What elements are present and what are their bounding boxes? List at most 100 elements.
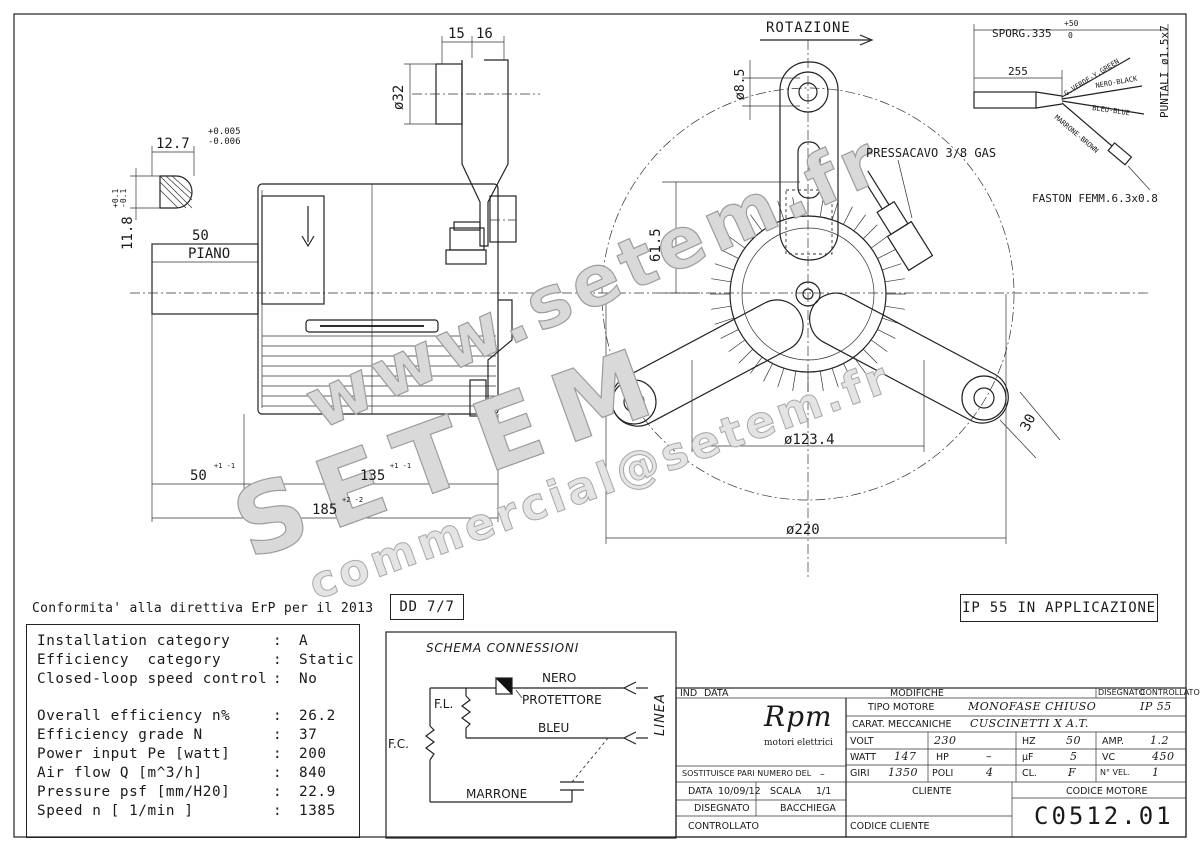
schema-marrone: MARRONE [466, 787, 527, 801]
hub-fin [819, 370, 824, 391]
spec-value: 1385 [299, 803, 336, 819]
wire-brown-label: MARRONE-BROWN [1053, 113, 1100, 154]
tb-giri-label: GIRI [850, 768, 870, 779]
tb-tipo-motore-label: TIPO MOTORE [868, 702, 935, 713]
hub-fin [792, 370, 797, 391]
hub-fin [714, 263, 734, 271]
dim-11-8-tol-bot: -0.1 [119, 189, 128, 208]
tb-modifiche-header: MODIFICHE [890, 688, 944, 699]
hub-fin [720, 249, 739, 259]
tb-poli: 4 [986, 766, 994, 779]
pressacavo-label: PRESSACAVO 3/8 GAS [866, 146, 996, 160]
motor-front-view [601, 34, 1061, 580]
schema-linea: LINEA [653, 693, 668, 736]
tb-uf-label: µF [1022, 752, 1034, 763]
dim-12-7: 12.7 [156, 136, 190, 152]
faston-label: FASTON FEMM.6.3x0.8 [1032, 192, 1158, 205]
dim-8-5: ø8.5 [733, 69, 748, 100]
tb-disegnato-label: DISEGNATO [694, 803, 750, 814]
dim-50b: 50 [190, 468, 207, 484]
dim-15: 15 [448, 26, 465, 42]
dim-50b-tol: +1 -1 [214, 462, 235, 470]
tb-vc: 450 [1152, 750, 1175, 763]
tb-watt: 147 [894, 750, 917, 763]
connection-schema: SCHEMA CONNESSIONI NERO PROTETTORE BLEU … [385, 631, 677, 839]
hub-fin [884, 305, 905, 310]
spec-label: Overall efficiency n% [37, 708, 231, 724]
hub-fin [884, 278, 905, 283]
hub-fin [711, 305, 732, 310]
tb-cl-label: CL. [1022, 768, 1037, 779]
schema-nero: NERO [542, 671, 576, 685]
tb-ip: IP 55 [1140, 700, 1172, 713]
hub-fin [728, 236, 746, 249]
hub-fin [777, 368, 785, 388]
dim-16: 16 [476, 26, 493, 42]
hub-fin [714, 317, 734, 325]
spec-value: No [299, 671, 318, 687]
spec-label: Air flow Q [m^3/h] [37, 765, 203, 781]
dim-50: 50 [192, 228, 209, 244]
spec-label: Closed-loop speed control [37, 671, 268, 687]
spec-value: Static [299, 652, 355, 668]
dim-11-8-tol-top: +0.1 [111, 189, 120, 208]
hub-fin [831, 200, 839, 220]
hub-fin [882, 263, 902, 271]
ip-label: IP 55 IN APPLICAZIONE [960, 594, 1158, 622]
tb-nvel-label: N° VEL. [1100, 768, 1131, 777]
schema-bleu: BLEU [538, 721, 569, 735]
sporg-tol-top: +50 [1064, 19, 1079, 28]
tb-hz: 50 [1066, 734, 1081, 747]
title-block-grid [675, 687, 1187, 838]
wire-green-label: G.VERDE-Y.GREEN [1063, 57, 1121, 97]
hub-fin [750, 214, 763, 232]
hub-fin [777, 200, 785, 220]
tb-amp: 1.2 [1150, 734, 1169, 747]
sheet-border [13, 13, 1187, 838]
hub-fin [831, 368, 839, 388]
dim-185: 185 [312, 502, 337, 518]
schema-protettore: PROTETTORE [522, 693, 602, 707]
tb-data: 10/09/12 [718, 786, 761, 797]
hub-fin [750, 356, 763, 374]
tb-data-header: DATA [704, 688, 729, 699]
tb-codice-cliente-label: CODICE CLIENTE [850, 821, 930, 832]
tb-volt: 230 [934, 734, 957, 747]
hub-fin [877, 329, 896, 339]
hub-fin [877, 249, 896, 259]
tb-sostituisce: – [820, 769, 825, 780]
tb-scala-label: SCALA [770, 786, 802, 797]
spec-label: Pressure psf [mm/H20] [37, 784, 231, 800]
schema-fc: F.C. [388, 737, 409, 751]
tb-watt-label: WATT [850, 752, 877, 763]
schema-title: SCHEMA CONNESSIONI [426, 641, 579, 655]
tb-carat: CUSCINETTI X A.T. [970, 717, 1089, 730]
tb-cliente-label: CLIENTE [912, 786, 952, 797]
tb-giri: 1350 [888, 766, 918, 779]
spec-label: Efficiency grade N [37, 727, 203, 743]
hub-fin [870, 236, 888, 249]
hub-fin [862, 348, 878, 364]
tb-scala: 1/1 [816, 786, 832, 797]
dd-label: DD 7/7 [390, 594, 464, 620]
conformity-note: Conformita' alla direttiva ErP per il 20… [32, 601, 374, 616]
tb-data-label: DATA [688, 786, 713, 797]
dim-12-7-tol-bot: -0.006 [208, 137, 241, 147]
hub-fin [738, 348, 754, 364]
tb-vc-label: VC [1102, 752, 1116, 763]
hub-fin [763, 363, 773, 382]
dim-135: 135 [360, 468, 385, 484]
tb-sostituisce-label: SOSTITUISCE PARI NUMERO DEL [682, 769, 812, 778]
dim-32: ø32 [391, 85, 407, 110]
hub-fin [853, 214, 866, 232]
dim-123-4: ø123.4 [784, 432, 835, 448]
hub-fin [738, 224, 754, 240]
hub-fin [711, 278, 732, 283]
piano-label: PIANO [188, 246, 230, 262]
hub-fin [862, 224, 878, 240]
tb-hp-label: HP [936, 752, 949, 763]
hub-fin [720, 329, 739, 339]
tb-controllato-label: CONTROLLATO [688, 821, 759, 832]
tb-cl: F [1068, 766, 1077, 779]
